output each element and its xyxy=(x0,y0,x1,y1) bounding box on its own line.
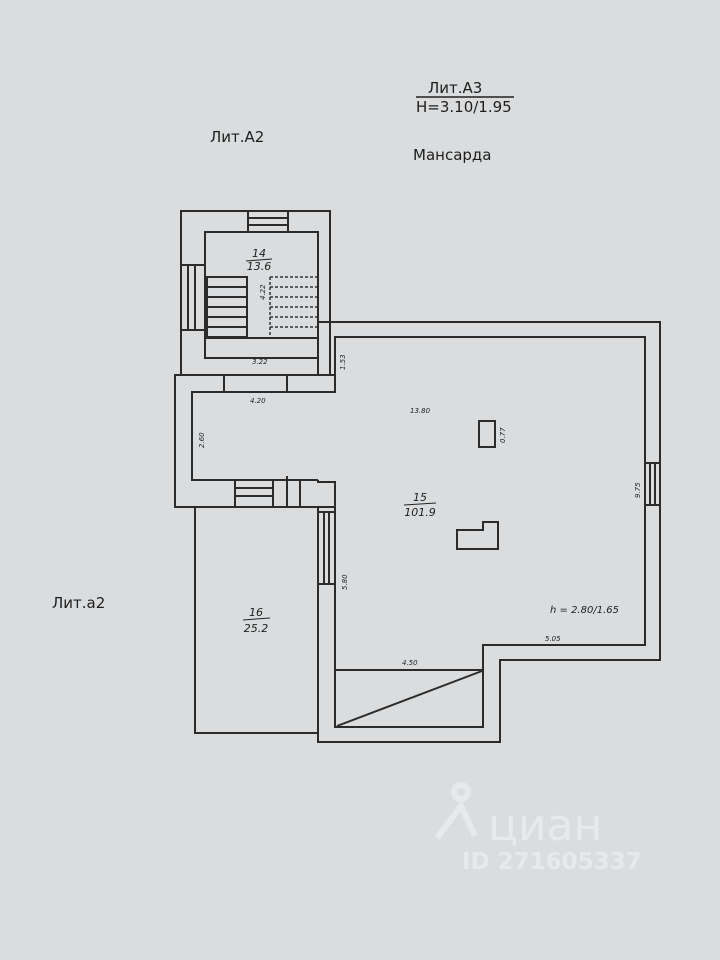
dim-stair-height: 4.22 xyxy=(259,284,267,300)
room-16-area: 25.2 xyxy=(244,622,269,635)
watermark-brand: циан xyxy=(488,800,602,851)
map-pin-icon xyxy=(434,782,478,840)
stairs-up-dashed xyxy=(269,276,317,337)
dim-stair-width: 3.22 xyxy=(252,358,268,366)
dim-main-width: 13.80 xyxy=(410,407,431,415)
chimney-2 xyxy=(456,521,499,550)
window-left xyxy=(180,264,206,331)
height-label: H=3.10/1.95 xyxy=(416,98,512,116)
window-left-room15 xyxy=(317,511,336,585)
room-15: 15 101.9 13.80 0.77 9.75 5.80 4.50 5.05 … xyxy=(317,321,661,743)
chimney xyxy=(478,420,496,448)
room-14-number: 14 xyxy=(252,247,266,260)
room-14-area: 13.6 xyxy=(247,260,272,273)
lit-a3-label: Лит.А3 xyxy=(428,79,482,97)
dim-main-depth: 9.75 xyxy=(634,482,642,498)
room-14: 14 13.6 4.22 3.22 xyxy=(180,210,331,376)
room-15-number: 15 xyxy=(413,491,427,504)
room-15-area: 101.9 xyxy=(404,506,436,519)
dim-corridor-width: 4.20 xyxy=(250,397,266,405)
cian-watermark: циан ID 271605337 xyxy=(434,782,642,875)
lit-a2-lower-label: Лит.а2 xyxy=(52,594,105,612)
dim-left-depth: 5.80 xyxy=(341,574,349,590)
stairs-corridor xyxy=(234,476,301,508)
room-16: 16 25.2 xyxy=(194,507,318,734)
dim-passage: 1.53 xyxy=(339,354,347,370)
ceiling-height-label: h = 2.80/1.65 xyxy=(550,605,619,616)
dim-bottom-right: 5.05 xyxy=(545,635,561,643)
window-top xyxy=(247,210,289,233)
dim-chimney: 0.77 xyxy=(499,427,507,443)
stairs-down xyxy=(206,276,248,338)
room-16-number: 16 xyxy=(249,606,263,619)
dim-bottom-left: 4.50 xyxy=(402,659,418,667)
lit-a2-upper-label: Лит.А2 xyxy=(210,128,264,146)
dim-corridor-depth: 2.60 xyxy=(198,432,206,448)
floor-label: Мансарда xyxy=(413,146,491,164)
watermark-id: ID 271605337 xyxy=(462,849,642,875)
window-right xyxy=(644,462,661,506)
